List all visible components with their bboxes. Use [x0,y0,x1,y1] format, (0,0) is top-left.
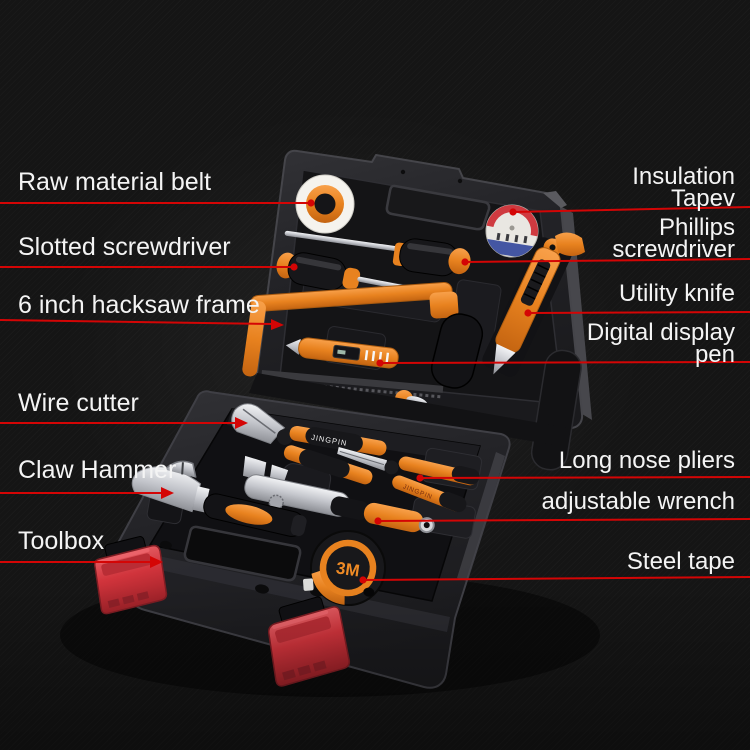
phillips-screwdriver [284,230,471,277]
callout-label-insulation-tape: Insulation Tapev [632,163,735,212]
wire-cutter: JINGPIN [231,403,387,485]
callout-label-steel-tape: Steel tape [626,548,735,575]
utility-knife [493,238,562,375]
callout-label-long-nose-pliers: Long nose pliers [558,447,735,474]
callout-label-phillips-screwdriver: Phillips screwdriver [612,214,735,263]
steel-tape-measure: 3M [303,530,386,607]
case-lid [242,149,592,471]
claw-hammer [131,460,307,537]
insulation-tape [485,204,539,258]
digital-display-pen [285,337,399,369]
callout-label-wire-cutter: Wire cutter [18,389,139,417]
callout-label-adjustable-wrench: adjustable wrench [541,488,735,515]
callout-line-toolbox [0,556,163,568]
callout-line-digital-pen [376,359,750,367]
latch-right [267,596,351,687]
callout-line-hacksaw [0,319,284,330]
adjustable-wrench [242,455,435,534]
callout-line-steel-tape [359,576,750,584]
knife-hook [555,232,585,256]
callout-label-claw-hammer: Claw Hammer [18,456,177,484]
case-hinge [249,373,568,446]
callout-label-toolbox: Toolbox [18,527,105,555]
callout-line-adjustable-wrench [374,517,750,525]
callout-line-long-nose [416,474,750,482]
case-tray: JINGPIN JINGPIN [93,390,511,689]
callout-line-raw-material-belt [0,199,315,207]
callout-label-utility-knife: Utility knife [618,280,735,307]
tape-brand: 3M [335,558,361,580]
callout-line-claw-hammer [0,487,174,499]
callout-label-slotted-screwdriver: Slotted screwdriver [18,233,231,261]
callout-label-digital-display-pen: Digital display pen [586,319,735,368]
callout-line-utility-knife [524,309,750,317]
tray-handle-cutout [183,525,302,582]
callout-line-phillips [461,258,750,266]
callout-label-raw-material-belt: Raw material belt [18,168,212,196]
callout-line-insulation-tape [509,206,750,216]
callout-label-hacksaw-frame: 6 inch hacksaw frame [18,291,260,319]
lid-handle-cutout [385,184,491,231]
raw-material-belt-roll [295,174,355,234]
callout-lines [0,199,750,584]
callout-line-wire-cutter [0,417,248,429]
callout-line-slotted-screwdriver [0,263,298,271]
